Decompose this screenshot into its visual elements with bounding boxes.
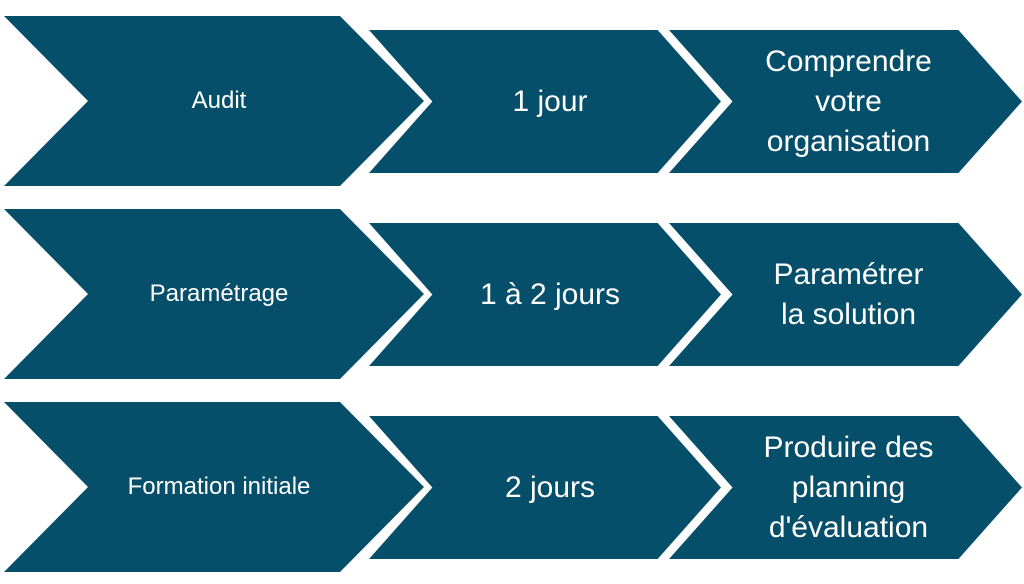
- phase-chevron: Formation initiale: [4, 402, 424, 572]
- goal-label: Comprendre votre organisation: [765, 44, 932, 158]
- phase-chevron: Audit: [4, 16, 424, 186]
- goal-label: Paramétrer la solution: [773, 257, 924, 331]
- duration-label: 1 à 2 jours: [479, 277, 621, 311]
- phase-label: Audit: [191, 87, 247, 114]
- goal-chevron: Paramétrer la solution: [669, 223, 1022, 366]
- duration-label: 1 jour: [512, 84, 588, 118]
- goal-chevron: Produire des planning d'évaluation: [669, 416, 1022, 559]
- goal-label: Produire des planning d'évaluation: [763, 430, 934, 544]
- phase-chevron: Paramétrage: [4, 209, 424, 379]
- phase-label: Formation initiale: [127, 473, 311, 500]
- goal-chevron: Comprendre votre organisation: [669, 30, 1022, 173]
- duration-label: 2 jours: [504, 470, 596, 504]
- phase-label: Paramétrage: [149, 280, 289, 307]
